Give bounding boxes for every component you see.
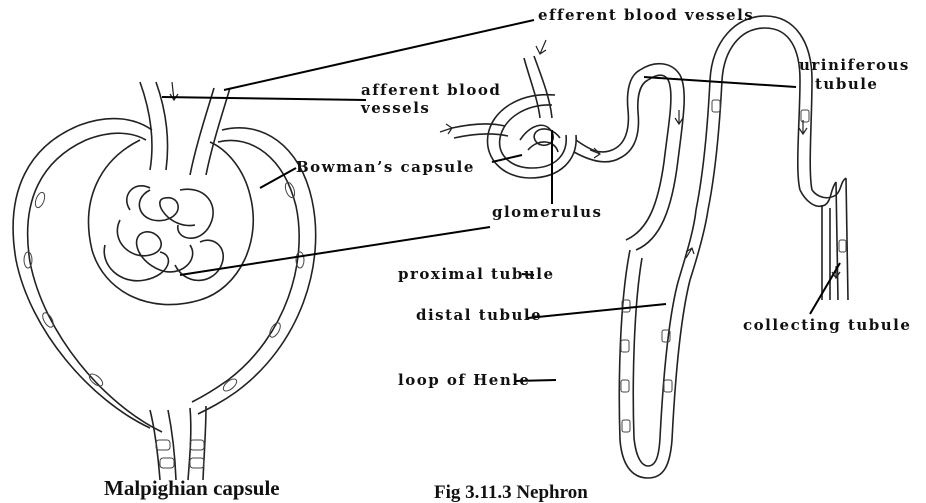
caption-malpighian-capsule: Malpighian capsule	[104, 478, 280, 499]
label-afferent-blood-line1: afferent blood	[361, 83, 501, 98]
label-uriniferous-line2: tubule	[815, 77, 878, 92]
leader-bowman-right	[492, 155, 522, 162]
label-proximal-tubule: proximal tubule	[398, 267, 555, 282]
leader-distal	[528, 304, 666, 318]
leader-efferent	[224, 20, 534, 90]
label-uriniferous-line1: uriniferous	[799, 58, 910, 73]
leader-lines	[162, 20, 840, 381]
label-efferent-blood-vessels: efferent blood vessels	[538, 8, 754, 23]
leader-collecting	[810, 263, 840, 314]
label-distal-tubule: distal tubule	[416, 308, 542, 323]
label-loop-of-henle: loop of Henle	[398, 373, 530, 388]
leader-afferent	[162, 97, 366, 100]
leader-uriniferous	[644, 77, 796, 87]
caption-nephron-figure: Fig 3.11.3 Nephron	[434, 483, 588, 502]
label-bowmans-capsule: Bowman’s capsule	[296, 160, 475, 175]
label-collecting-tubule: collecting tubule	[743, 318, 911, 333]
label-glomerulus: glomerulus	[492, 205, 602, 220]
leader-bowman-left	[260, 168, 296, 188]
label-afferent-blood-line2: vessels	[361, 101, 430, 116]
malpighian-capsule	[13, 82, 316, 480]
